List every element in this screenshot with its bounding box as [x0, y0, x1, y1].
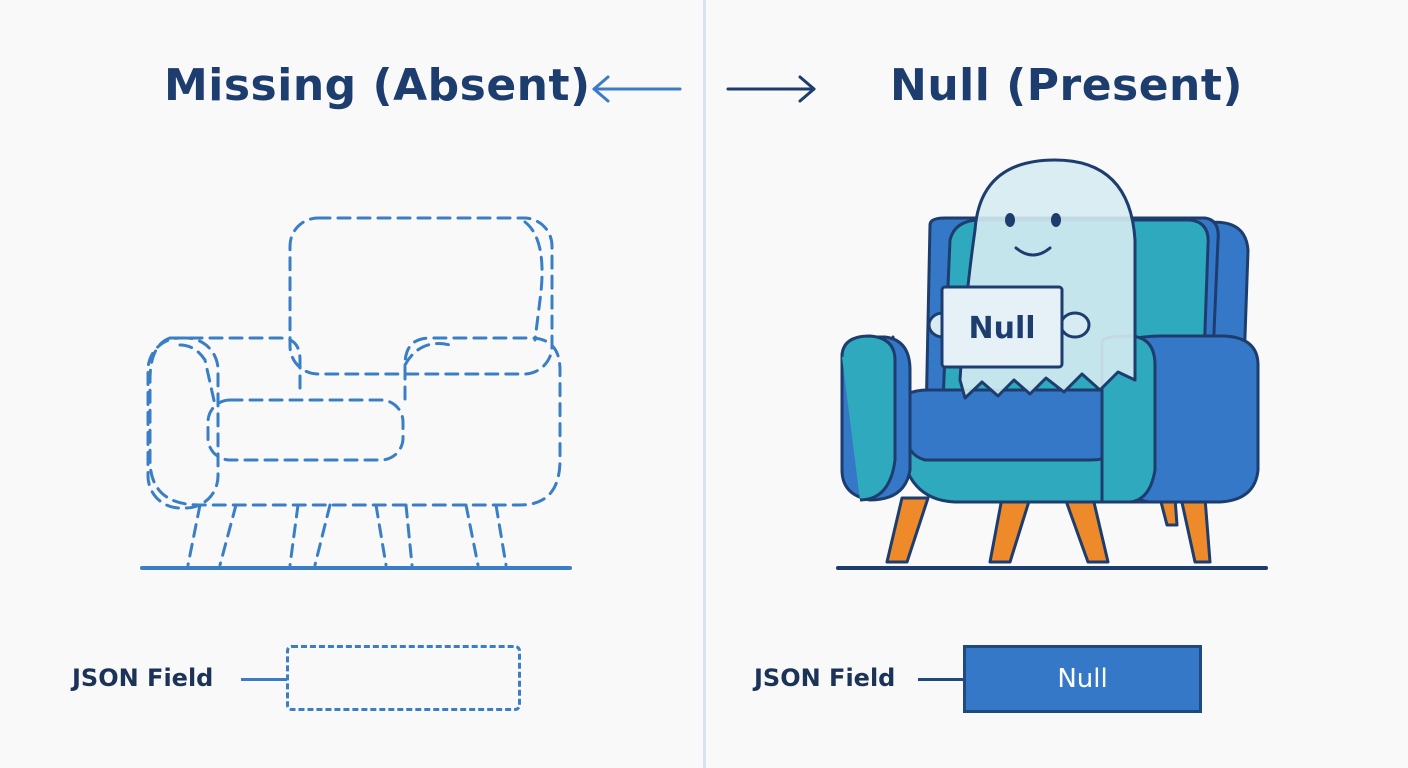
null-field-value: Null	[1057, 664, 1108, 694]
null-field-label: JSON Field	[754, 664, 896, 692]
missing-field-label: JSON Field	[72, 664, 214, 692]
sign-label: Null	[968, 311, 1035, 346]
null-field-connector	[918, 678, 964, 681]
dashed-armchair-icon	[146, 216, 562, 567]
null-field-box: Null	[963, 645, 1202, 713]
arrow-left-icon	[592, 75, 682, 103]
ghost-icon: Null	[927, 158, 1137, 400]
missing-title: Missing (Absent)	[164, 60, 591, 111]
null-title: Null (Present)	[890, 60, 1244, 111]
missing-field-box	[286, 645, 521, 711]
arrow-right-icon	[726, 75, 816, 103]
missing-field-connector	[241, 678, 287, 681]
center-divider	[703, 0, 706, 768]
